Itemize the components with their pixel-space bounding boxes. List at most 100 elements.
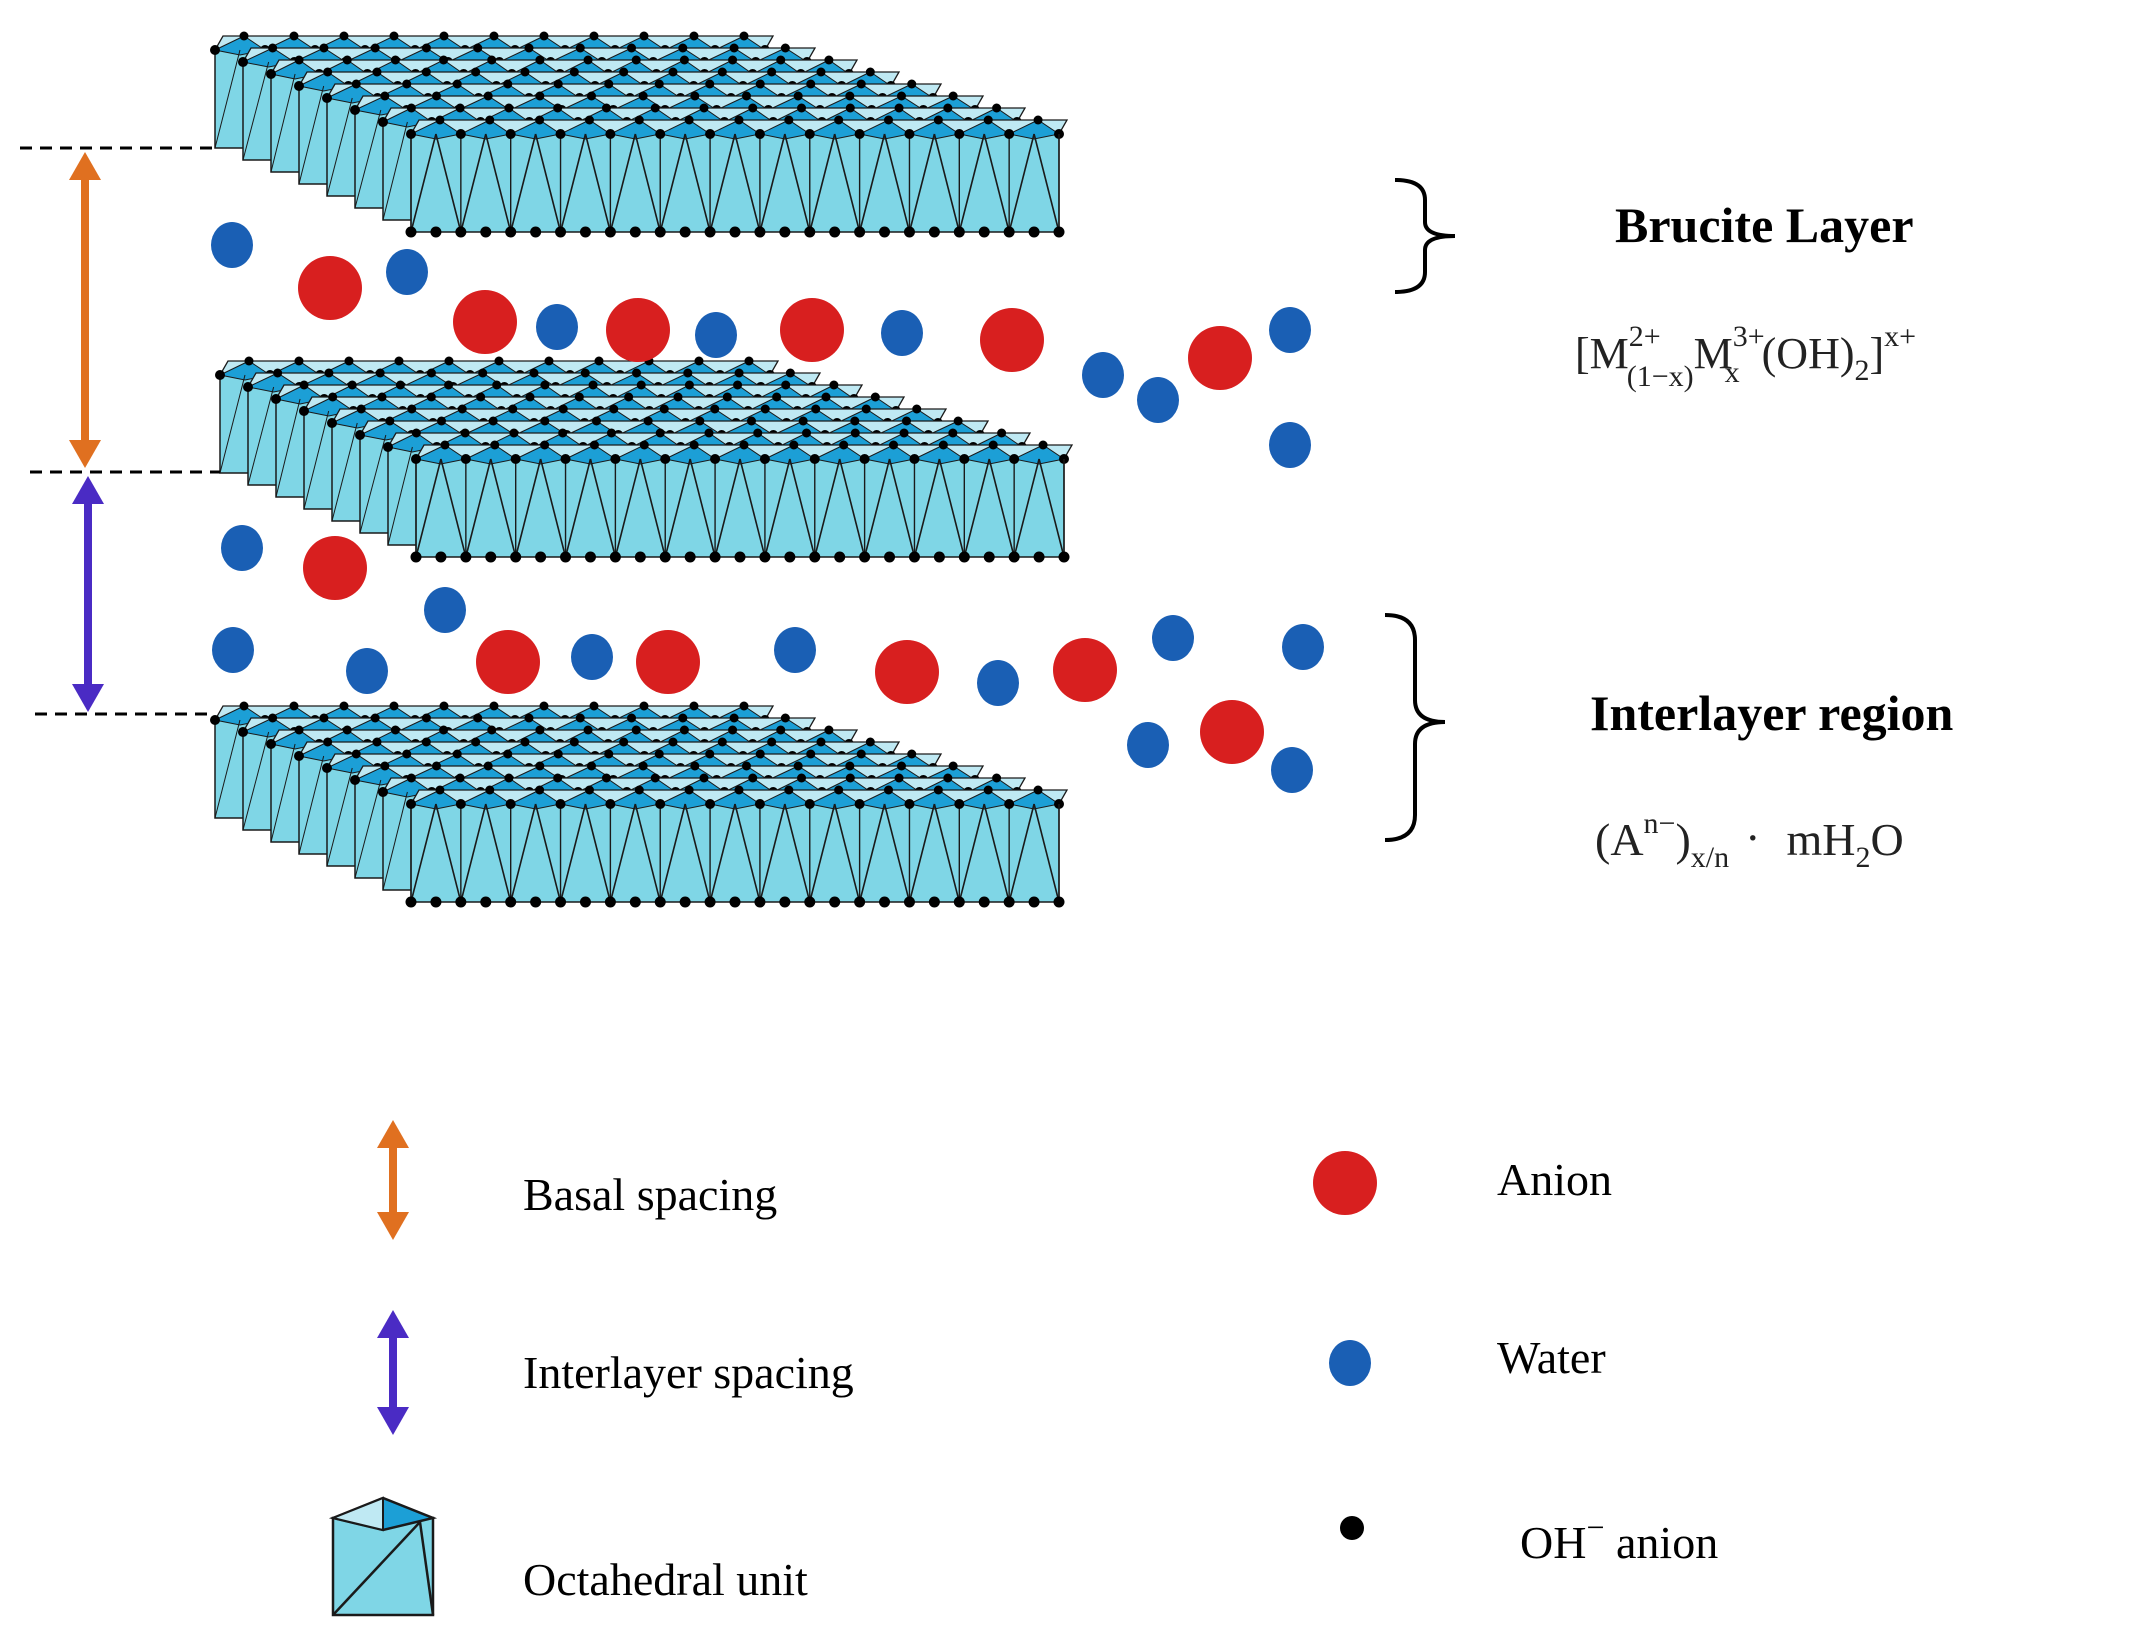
legend-interlayer-arrow-icon [377,1310,409,1435]
oh-dot [385,416,395,426]
oh-dot [780,713,790,723]
oh-dot [1003,226,1015,238]
oh-dot [742,761,751,771]
oh-dot [690,91,700,101]
oh-dot [717,737,727,747]
oh-dot [342,55,352,65]
oh-dot [351,79,361,89]
oh-dot [444,356,454,366]
oh-dot [553,79,563,89]
oh-dot [323,67,333,77]
oh-dot [460,551,472,563]
oh-dot [395,380,405,390]
oh-dot [372,737,382,747]
legend-water-label: Water [1497,1332,1606,1383]
oh-dot [380,761,390,771]
oh-dot [455,226,467,238]
oh-dot [776,55,786,65]
oh-dot [928,896,940,908]
oh-dot [435,115,445,125]
oh-dot [339,701,349,711]
oh-dot [606,428,616,438]
oh-dot [650,773,660,783]
legend-oh-sup: − [1586,1509,1604,1545]
oh-dot [432,91,441,101]
water-sphere [346,648,388,694]
oh-dot [948,428,958,438]
formula-oh: (OH) [1762,329,1855,378]
oh-dot [322,93,332,103]
oh-dot [705,129,716,139]
oh-dot [834,115,844,125]
oh-dot [239,701,249,711]
oh-dot [684,380,694,390]
oh-dot [594,356,604,366]
oh-dot [634,785,644,795]
anion-sphere [1053,638,1117,702]
oh-dot [789,440,799,450]
oh-dot [739,440,749,450]
legend-anion-label: Anion [1497,1154,1612,1205]
oh-dot [492,380,502,390]
oh-dot [660,454,671,464]
oh-dot [748,773,758,783]
oh-dot [455,773,465,783]
oh-dot [244,356,254,366]
oh-dot [734,551,746,563]
water-sphere [221,525,263,571]
oh-dot [327,418,337,428]
oh-dot [804,226,816,238]
oh-dot [437,416,446,426]
oh-dot [754,799,765,809]
formula-sup-2plus: 2+ [1629,320,1661,353]
anion-sphere [476,630,540,694]
oh-dot [854,129,865,139]
oh-dot [410,551,422,563]
oh-dot [370,713,380,723]
oh-dot [629,226,641,238]
oh-dot [328,392,338,402]
oh-dot [609,404,619,414]
legend-water-marker [1329,1340,1371,1386]
oh-dot [421,737,431,747]
oh-dot [784,551,796,563]
oh-dot [845,103,855,113]
interlayer-particles [211,222,1324,793]
oh-dot [530,226,542,238]
oh-dot [755,749,765,759]
oh-dot [679,725,689,735]
oh-dot [375,368,385,378]
oh-dot [471,737,481,747]
oh-dot [455,103,465,113]
oh-dot [589,31,599,41]
oh-dot [584,785,594,795]
oh-dot [370,43,380,53]
oh-dot [1028,896,1040,908]
legend-basal-label: Basal spacing [523,1169,777,1220]
oh-dot [811,404,821,414]
oh-dot [845,91,855,101]
oh-dot [324,368,334,378]
oh-dot [435,785,445,795]
brucite-layer-middle [215,356,1074,563]
oh-dot [406,773,416,783]
oh-dot [520,67,530,77]
water-sphere [571,634,613,680]
oh-dot [983,115,993,125]
oh-dot [605,129,616,139]
water-sphere [1269,422,1311,468]
water-sphere [1137,377,1179,423]
oh-dot [902,416,911,426]
formula-o: O [1870,814,1903,865]
oh-dot [865,737,875,747]
oh-dot [943,103,953,113]
oh-dot [704,896,716,908]
oh-dot [1033,115,1043,125]
oh-dot [629,896,641,908]
oh-dot [933,785,943,795]
anion-sphere [298,256,362,320]
oh-dot [544,356,554,366]
oh-dot [238,727,248,737]
oh-dot [767,737,777,747]
oh-dot [821,392,831,402]
